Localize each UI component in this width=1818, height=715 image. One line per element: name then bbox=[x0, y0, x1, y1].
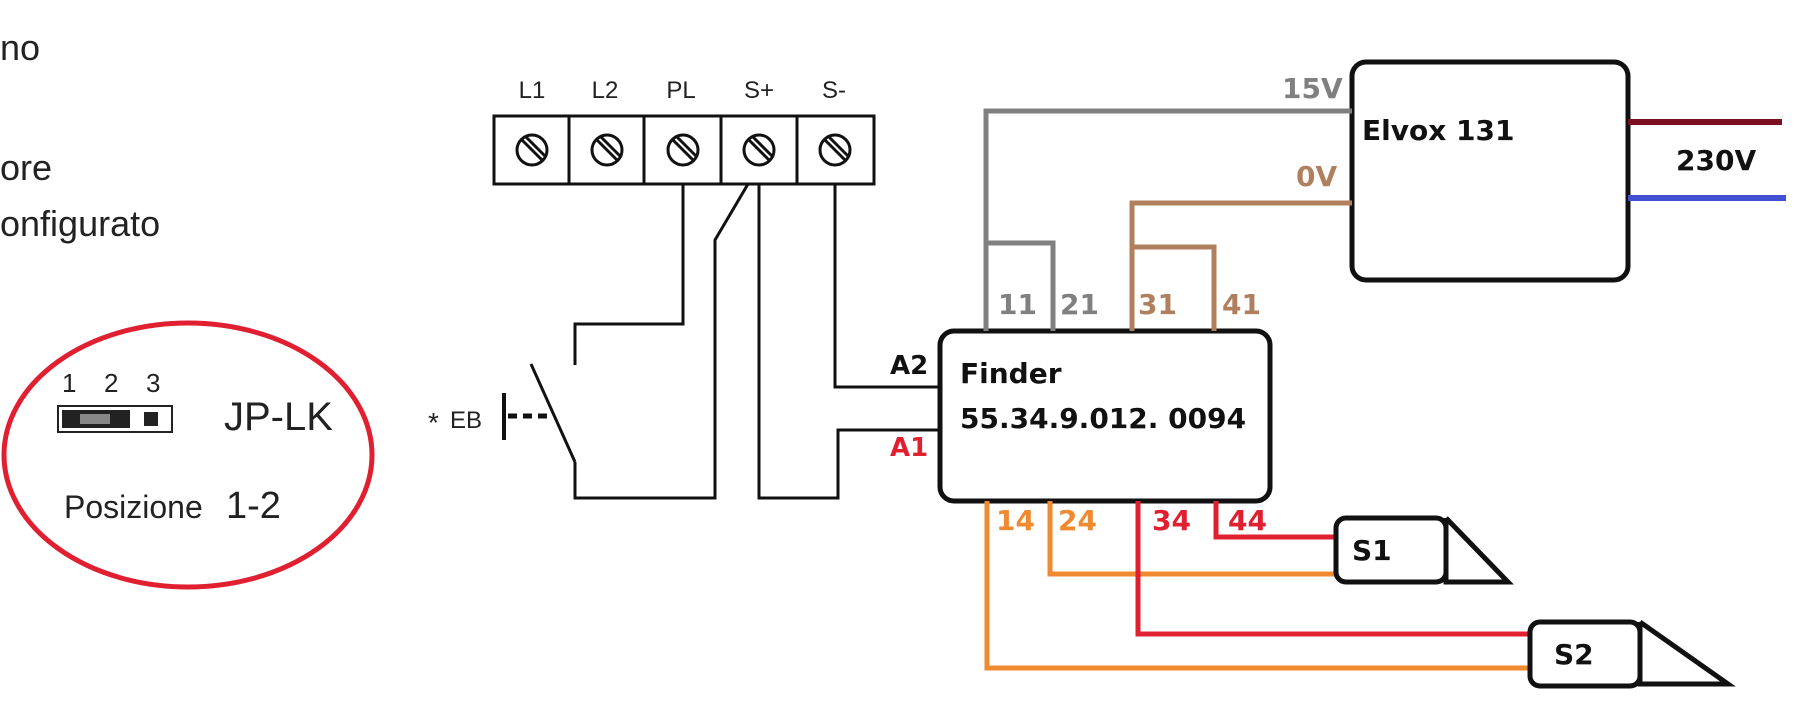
terminal-label-s-plus: S+ bbox=[744, 77, 774, 104]
wire-0v-brown bbox=[1129, 200, 1352, 331]
screw-icon bbox=[666, 133, 700, 167]
jumper-icon bbox=[57, 405, 173, 433]
terminal-label-pl: PL bbox=[666, 77, 695, 104]
jumper-position-value: 1-2 bbox=[226, 485, 281, 527]
terminal-label-s-minus: S- bbox=[822, 77, 846, 104]
sensor-s2-icon bbox=[1527, 619, 1736, 689]
relay-pin-31: 31 bbox=[1138, 288, 1177, 321]
screw-icon bbox=[515, 133, 549, 167]
relay-pin-24: 24 bbox=[1058, 504, 1097, 537]
wire-15v-gray bbox=[983, 108, 1352, 331]
jumper-pin-2-label: 2 bbox=[104, 368, 118, 398]
sensor-s1-icon bbox=[1333, 515, 1514, 585]
button-wiring bbox=[573, 183, 940, 500]
jumper-name: JP-LK bbox=[224, 395, 333, 439]
relay-pin-41: 41 bbox=[1222, 288, 1261, 321]
push-button-icon bbox=[502, 363, 577, 463]
relay-pin-14: 14 bbox=[996, 504, 1035, 537]
screw-icon bbox=[742, 133, 776, 167]
terminal-label-l1: L1 bbox=[519, 77, 546, 104]
jumper-pin-1-label: 1 bbox=[62, 368, 76, 398]
relay-pin-34: 34 bbox=[1152, 504, 1191, 537]
label-0v: 0V bbox=[1296, 160, 1337, 193]
relay-pin-21: 21 bbox=[1060, 288, 1099, 321]
screw-icon bbox=[590, 133, 624, 167]
relay-coil-a1: A1 bbox=[890, 433, 928, 463]
relay-model: 55.34.9.012. 0094 bbox=[960, 402, 1246, 435]
relay-name: Finder bbox=[960, 357, 1062, 390]
sensor-s1-label: S1 bbox=[1352, 534, 1392, 567]
left-text-line1: no bbox=[0, 27, 40, 68]
mains-voltage: 230V bbox=[1676, 144, 1756, 177]
button-marker: * bbox=[428, 407, 439, 438]
sensor-s2-label: S2 bbox=[1554, 638, 1594, 671]
left-text-line2: ore bbox=[0, 147, 52, 188]
jumper-pin-3-label: 3 bbox=[146, 368, 160, 398]
screw-icon bbox=[818, 133, 852, 167]
wire-red bbox=[1135, 501, 1530, 637]
button-label: EB bbox=[450, 407, 482, 434]
power-supply-box bbox=[1349, 59, 1631, 283]
left-text-line3: onfigurato bbox=[0, 203, 160, 244]
jumper-highlight-ellipse bbox=[1, 320, 375, 590]
relay-box bbox=[937, 328, 1273, 504]
terminal-label-l2: L2 bbox=[592, 77, 619, 104]
relay-pin-44: 44 bbox=[1228, 504, 1267, 537]
power-supply-name: Elvox 131 bbox=[1362, 114, 1514, 147]
relay-coil-a2: A2 bbox=[890, 351, 928, 381]
relay-pin-11: 11 bbox=[998, 288, 1037, 321]
jumper-position-label: Posizione bbox=[64, 489, 203, 525]
wire-orange bbox=[984, 501, 1530, 671]
label-15v: 15V bbox=[1282, 72, 1343, 105]
